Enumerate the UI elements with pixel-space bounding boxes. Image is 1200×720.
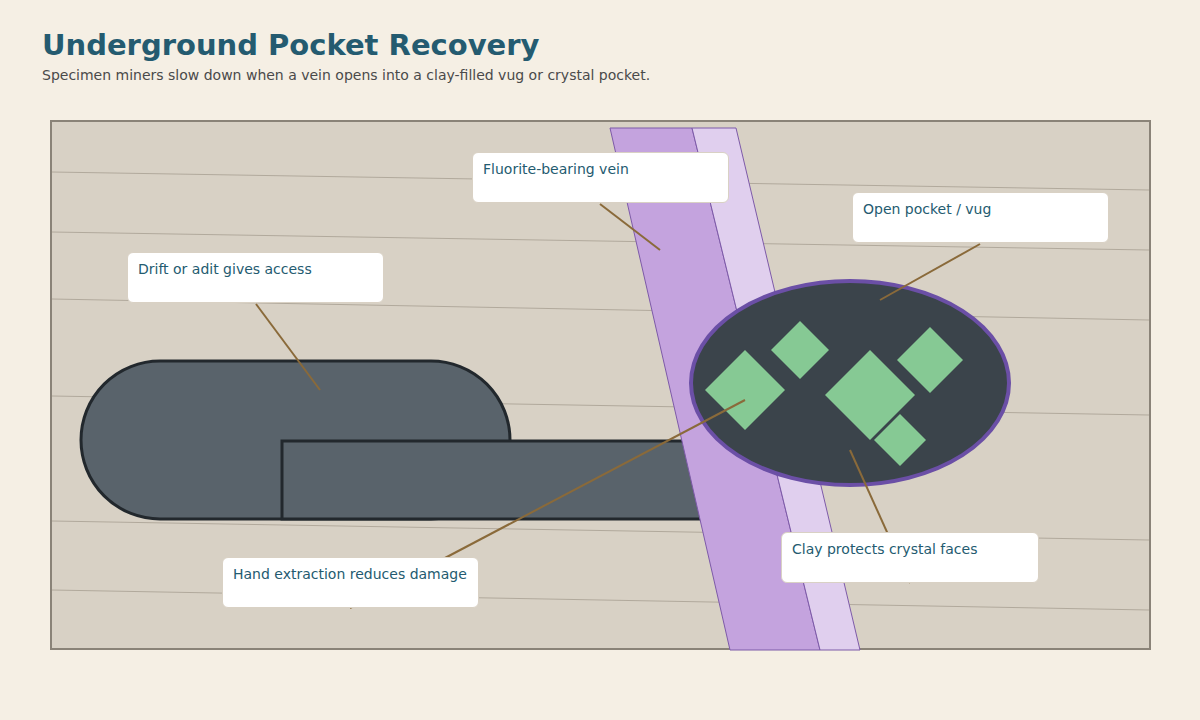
callout-box: Drift or adit gives access [127,252,384,303]
callout-box: Clay protects crystal faces [781,532,1039,583]
callout-text: Fluorite-bearing vein [483,160,718,178]
strata-lines [52,172,1149,610]
callout-text: Hand extraction reduces damage [233,565,468,583]
crystal [705,350,785,430]
crystals [705,321,963,466]
stratum-line [52,590,1149,610]
leader-line [880,244,980,300]
diagram-caption: Specimen miners slow down when a vein op… [42,67,650,83]
callout-text: Open pocket / vug [863,200,1098,218]
callout-text: Drift or adit gives access [138,260,373,278]
diagram-title: Underground Pocket Recovery [42,28,539,62]
leader-line [256,304,320,390]
callout-box: Fluorite-bearing vein [472,152,729,203]
crystal-pocket [691,281,1009,485]
callout-text: Clay protects crystal faces [792,540,1028,558]
crystal [874,414,926,466]
crystal [771,321,829,379]
callout-box: Hand extraction reduces damage [222,557,479,608]
crystal [897,327,963,393]
callout-box: Open pocket / vug [852,192,1109,243]
rock-panel [51,121,1150,649]
leader-line [600,204,660,250]
